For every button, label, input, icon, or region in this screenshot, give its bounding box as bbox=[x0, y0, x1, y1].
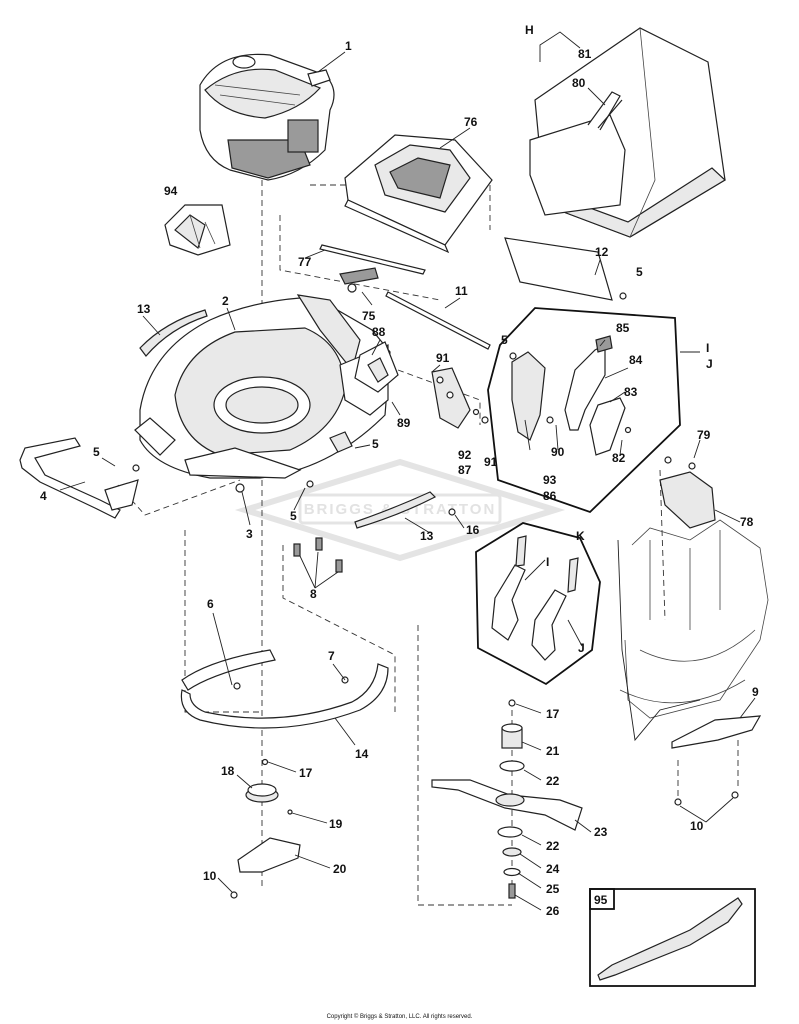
part-label-7: 7 bbox=[328, 649, 335, 663]
part-label-85: 85 bbox=[616, 321, 630, 335]
detail-box-k bbox=[475, 522, 601, 686]
drive-pulley[interactable] bbox=[230, 758, 301, 899]
part-label-22: 22 bbox=[546, 774, 560, 788]
part-label-91: 91 bbox=[436, 351, 450, 365]
part-numbers: 1 2 3 4 5 5 5 5 5 6 7 8 9 10 10 11 12 13… bbox=[40, 23, 759, 918]
callout-i: I bbox=[706, 341, 709, 355]
part-label-14: 14 bbox=[355, 747, 369, 761]
part-label-25: 25 bbox=[546, 882, 560, 896]
h-bracket bbox=[539, 31, 581, 62]
lower-handle[interactable] bbox=[19, 437, 139, 519]
part-label-95: 95 bbox=[594, 893, 608, 907]
part-label-5: 5 bbox=[93, 445, 100, 459]
part-label-90: 90 bbox=[551, 445, 565, 459]
rear-bracket[interactable] bbox=[659, 456, 716, 529]
part-label-8: 8 bbox=[310, 587, 317, 601]
part-label-87: 87 bbox=[458, 463, 472, 477]
rear-deflector[interactable] bbox=[504, 237, 613, 301]
mulch-insert[interactable] bbox=[671, 715, 762, 806]
part-label-17: 17 bbox=[546, 707, 560, 721]
part-label-83: 83 bbox=[624, 385, 638, 399]
baffle-ring[interactable] bbox=[180, 649, 389, 729]
part-label-23: 23 bbox=[594, 825, 608, 839]
part-label-79: 79 bbox=[697, 428, 711, 442]
part-label-75: 75 bbox=[362, 309, 376, 323]
part-label-13: 13 bbox=[137, 302, 151, 316]
part-label-2: 2 bbox=[222, 294, 229, 308]
part-label-1: 1 bbox=[345, 39, 352, 53]
part-label-81: 81 bbox=[578, 47, 592, 61]
leader-lines bbox=[59, 51, 756, 911]
rear-rods[interactable] bbox=[319, 244, 491, 350]
part-label-16: 16 bbox=[466, 523, 480, 537]
mulch-plug[interactable] bbox=[164, 204, 231, 256]
part-label-20: 20 bbox=[333, 862, 347, 876]
callout-j-detail: J bbox=[578, 641, 585, 655]
callout-j: J bbox=[706, 357, 713, 371]
detail-box-i-j bbox=[487, 307, 681, 514]
bolts-set[interactable] bbox=[132, 292, 627, 573]
part-label-13: 13 bbox=[420, 529, 434, 543]
deck-rear-ghost bbox=[617, 519, 769, 742]
part-label-22: 22 bbox=[546, 839, 560, 853]
side-rail-left[interactable] bbox=[139, 309, 208, 357]
part-label-89: 89 bbox=[397, 416, 411, 430]
part-label-19: 19 bbox=[329, 817, 343, 831]
part-label-18: 18 bbox=[221, 764, 235, 778]
part-label-3: 3 bbox=[246, 527, 253, 541]
part-label-5: 5 bbox=[372, 437, 379, 451]
rear-flap-cover[interactable] bbox=[344, 134, 493, 254]
part-label-5: 5 bbox=[636, 265, 643, 279]
part-label-21: 21 bbox=[546, 744, 560, 758]
part-label-4: 4 bbox=[40, 489, 47, 503]
part-label-5: 5 bbox=[501, 333, 508, 347]
part-label-92: 92 bbox=[458, 448, 472, 462]
part-label-11: 11 bbox=[455, 284, 468, 298]
part-label-84: 84 bbox=[629, 353, 643, 367]
part-label-93: 93 bbox=[543, 473, 557, 487]
part-label-9: 9 bbox=[752, 685, 759, 699]
part-label-86: 86 bbox=[543, 489, 557, 503]
part-label-5: 5 bbox=[290, 509, 297, 523]
part-label-91: 91 bbox=[484, 455, 498, 469]
mower-deck[interactable] bbox=[134, 294, 391, 479]
part-label-82: 82 bbox=[612, 451, 626, 465]
part-label-80: 80 bbox=[572, 76, 586, 90]
part-label-12: 12 bbox=[595, 245, 609, 259]
part-label-76: 76 bbox=[464, 115, 478, 129]
side-rail-right[interactable] bbox=[354, 491, 456, 529]
detail-box-blade bbox=[589, 888, 756, 987]
callout-k: K bbox=[576, 529, 585, 543]
copyright-notice: Copyright © Briggs & Stratton, LLC. All … bbox=[326, 1014, 473, 1020]
side-discharge-door[interactable] bbox=[329, 341, 399, 453]
part-label-10: 10 bbox=[690, 819, 704, 833]
part-label-94: 94 bbox=[164, 184, 178, 198]
part-label-26: 26 bbox=[546, 904, 560, 918]
callout-i-detail: I bbox=[546, 555, 549, 569]
part-label-6: 6 bbox=[207, 597, 214, 611]
part-label-77: 77 bbox=[298, 255, 312, 269]
engine[interactable] bbox=[199, 53, 335, 181]
handle-bracket[interactable] bbox=[431, 367, 489, 429]
callout-h: H bbox=[525, 23, 534, 37]
part-label-10: 10 bbox=[203, 869, 217, 883]
part-label-78: 78 bbox=[740, 515, 754, 529]
blade-assembly[interactable] bbox=[431, 699, 583, 899]
part-label-88: 88 bbox=[372, 325, 386, 339]
bag-frame[interactable] bbox=[529, 91, 626, 216]
part-label-17: 17 bbox=[299, 766, 313, 780]
part-label-24: 24 bbox=[546, 862, 560, 876]
